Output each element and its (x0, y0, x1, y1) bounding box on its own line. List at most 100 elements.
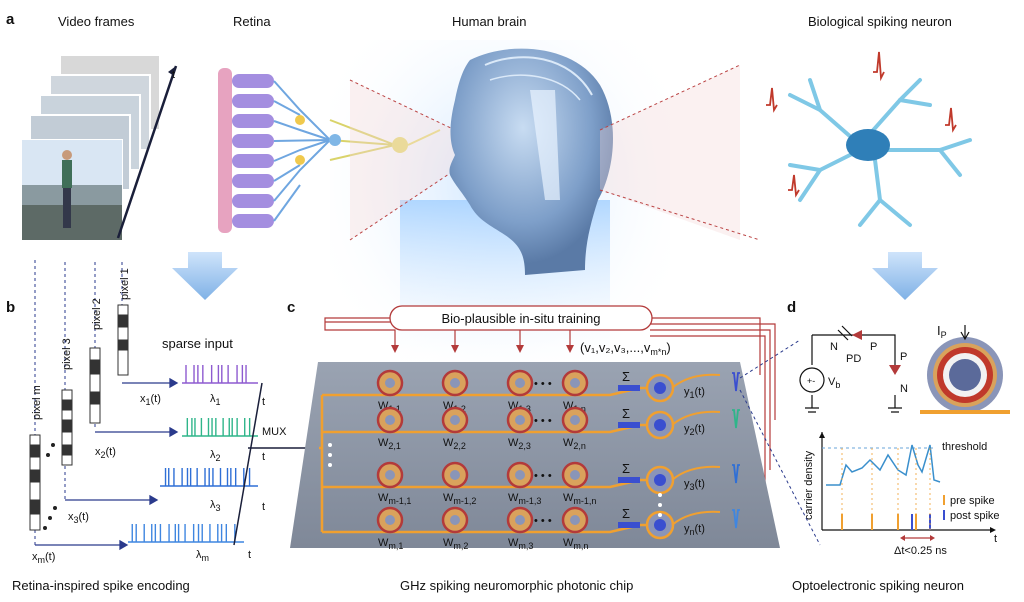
spiking-neuron-core (654, 519, 666, 531)
retina-title: Retina (233, 14, 271, 29)
microring-core (515, 515, 525, 525)
weight-label: Wm,n (563, 537, 588, 551)
biological-neuron-illustration (788, 78, 972, 227)
weight-label: W2,3 (508, 437, 531, 451)
human-brain-title: Human brain (452, 14, 526, 29)
pd-label: PD (846, 353, 861, 365)
photodiode-symbol (852, 330, 862, 340)
train-t-3: t (262, 501, 265, 513)
chip-grid: W1,1W1,2W1,3W1,n• • •Σy1(t)W2,1W2,2W2,3W… (319, 369, 740, 551)
output-waveguide (671, 410, 721, 426)
training-box-label: Bio-plausible in-situ training (442, 311, 601, 326)
microring-core (450, 515, 460, 525)
diode-symbol (889, 365, 901, 375)
output-spike-icon (732, 464, 740, 484)
photodiode-circuit (805, 325, 902, 413)
lambda-2: λ2 (210, 449, 221, 463)
panel-b-caption: Retina-inspired spike encoding (12, 578, 190, 593)
microring-core (570, 378, 580, 388)
train-t-1: t (262, 396, 265, 408)
legend-post-label: post spike (950, 510, 1000, 522)
output-waveguide (671, 373, 721, 389)
train-t-2: t (262, 451, 265, 463)
mux-label: MUX (262, 426, 287, 438)
weight-label: Wm,1 (378, 537, 403, 551)
pd-p-label: P (870, 341, 877, 353)
pixel-dashed-guides (34, 260, 123, 545)
input-x1: x1(t) (140, 393, 161, 407)
pixel-3-label: pixel 3 (61, 338, 73, 370)
training-arrowheads (391, 345, 574, 353)
panel-label-c: c (287, 299, 295, 316)
retina-illustration (218, 68, 441, 233)
diode-n-label: N (900, 383, 908, 395)
video-frames-title: Video frames (58, 14, 135, 29)
sum-symbol: Σ (622, 406, 630, 421)
output-spike-icon (732, 509, 740, 529)
ring-device-illustration (920, 325, 1010, 414)
plot-ylabel: carrier density (803, 450, 815, 520)
input-splitter (319, 395, 324, 532)
input-x2: x2(t) (95, 446, 116, 460)
panel-label-d: d (787, 299, 796, 316)
diode-p-label: P (900, 351, 907, 363)
sparse-input-label: sparse input (162, 336, 233, 351)
spiking-neuron-core (654, 382, 666, 394)
retina-cone-edges (349, 79, 456, 241)
mux-lines (233, 382, 312, 546)
sum-detector (618, 522, 640, 528)
video-frame-stack (21, 54, 178, 241)
training-box (389, 305, 653, 331)
weight-ellipsis: • • • (534, 470, 552, 482)
weight-label: Wm-1,3 (508, 492, 541, 506)
lambda-1: λ1 (210, 393, 221, 407)
neuron-cone-edges (599, 64, 761, 241)
microring-core (385, 470, 395, 480)
panel-c-caption: GHz spiking neuromorphic photonic chip (400, 578, 633, 593)
pixel-1-label: pixel 1 (119, 268, 131, 300)
pixel-m-label: pixel m (31, 385, 43, 420)
photonic-chip (290, 362, 780, 548)
input-arrows (35, 377, 179, 551)
input-xm: xm(t) (32, 551, 55, 565)
retina-to-brain-cone (350, 80, 455, 240)
weight-label: W2,1 (378, 437, 401, 451)
pixel-2-label: pixel 2 (91, 298, 103, 330)
microring-core (450, 378, 460, 388)
panel-label-a: a (6, 11, 15, 28)
lambda-3: λ3 (210, 499, 221, 513)
sum-detector (618, 477, 640, 483)
output-waveguide (671, 510, 721, 526)
legend-pre-label: pre spike (950, 495, 995, 507)
training-feedback-lines (324, 317, 776, 520)
biological-neuron-title: Biological spiking neuron (808, 14, 952, 29)
spike-trains (128, 365, 258, 543)
threshold-label: threshold (942, 441, 987, 453)
weight-ellipsis: • • • (534, 515, 552, 527)
ip-label: IP (937, 323, 947, 340)
weight-label: W2,2 (443, 437, 466, 451)
weight-label: Wm-1,n (563, 492, 596, 506)
pixel-ellipsis-dots (43, 443, 57, 530)
microring-core (570, 470, 580, 480)
weight-label: W2,n (563, 437, 586, 451)
arrow-down-right (872, 252, 938, 300)
weight-ellipsis: • • • (534, 415, 552, 427)
pd-n-label: N (830, 341, 838, 353)
sum-detector (618, 422, 640, 428)
arrow-down-left (172, 252, 238, 300)
panel-label-b: b (6, 299, 15, 316)
sum-symbol: Σ (622, 506, 630, 521)
neuron-soma (846, 129, 890, 161)
microring-core (385, 515, 395, 525)
microring-core (385, 378, 395, 388)
frames-time-label: t (172, 69, 175, 81)
human-head-illustration (449, 48, 613, 276)
microring-core (450, 470, 460, 480)
sum-symbol: Σ (622, 369, 630, 384)
weight-ellipsis: • • • (534, 378, 552, 390)
microring-core (450, 415, 460, 425)
output-label: yn(t) (684, 523, 705, 537)
lambda-m: λm (196, 549, 209, 563)
